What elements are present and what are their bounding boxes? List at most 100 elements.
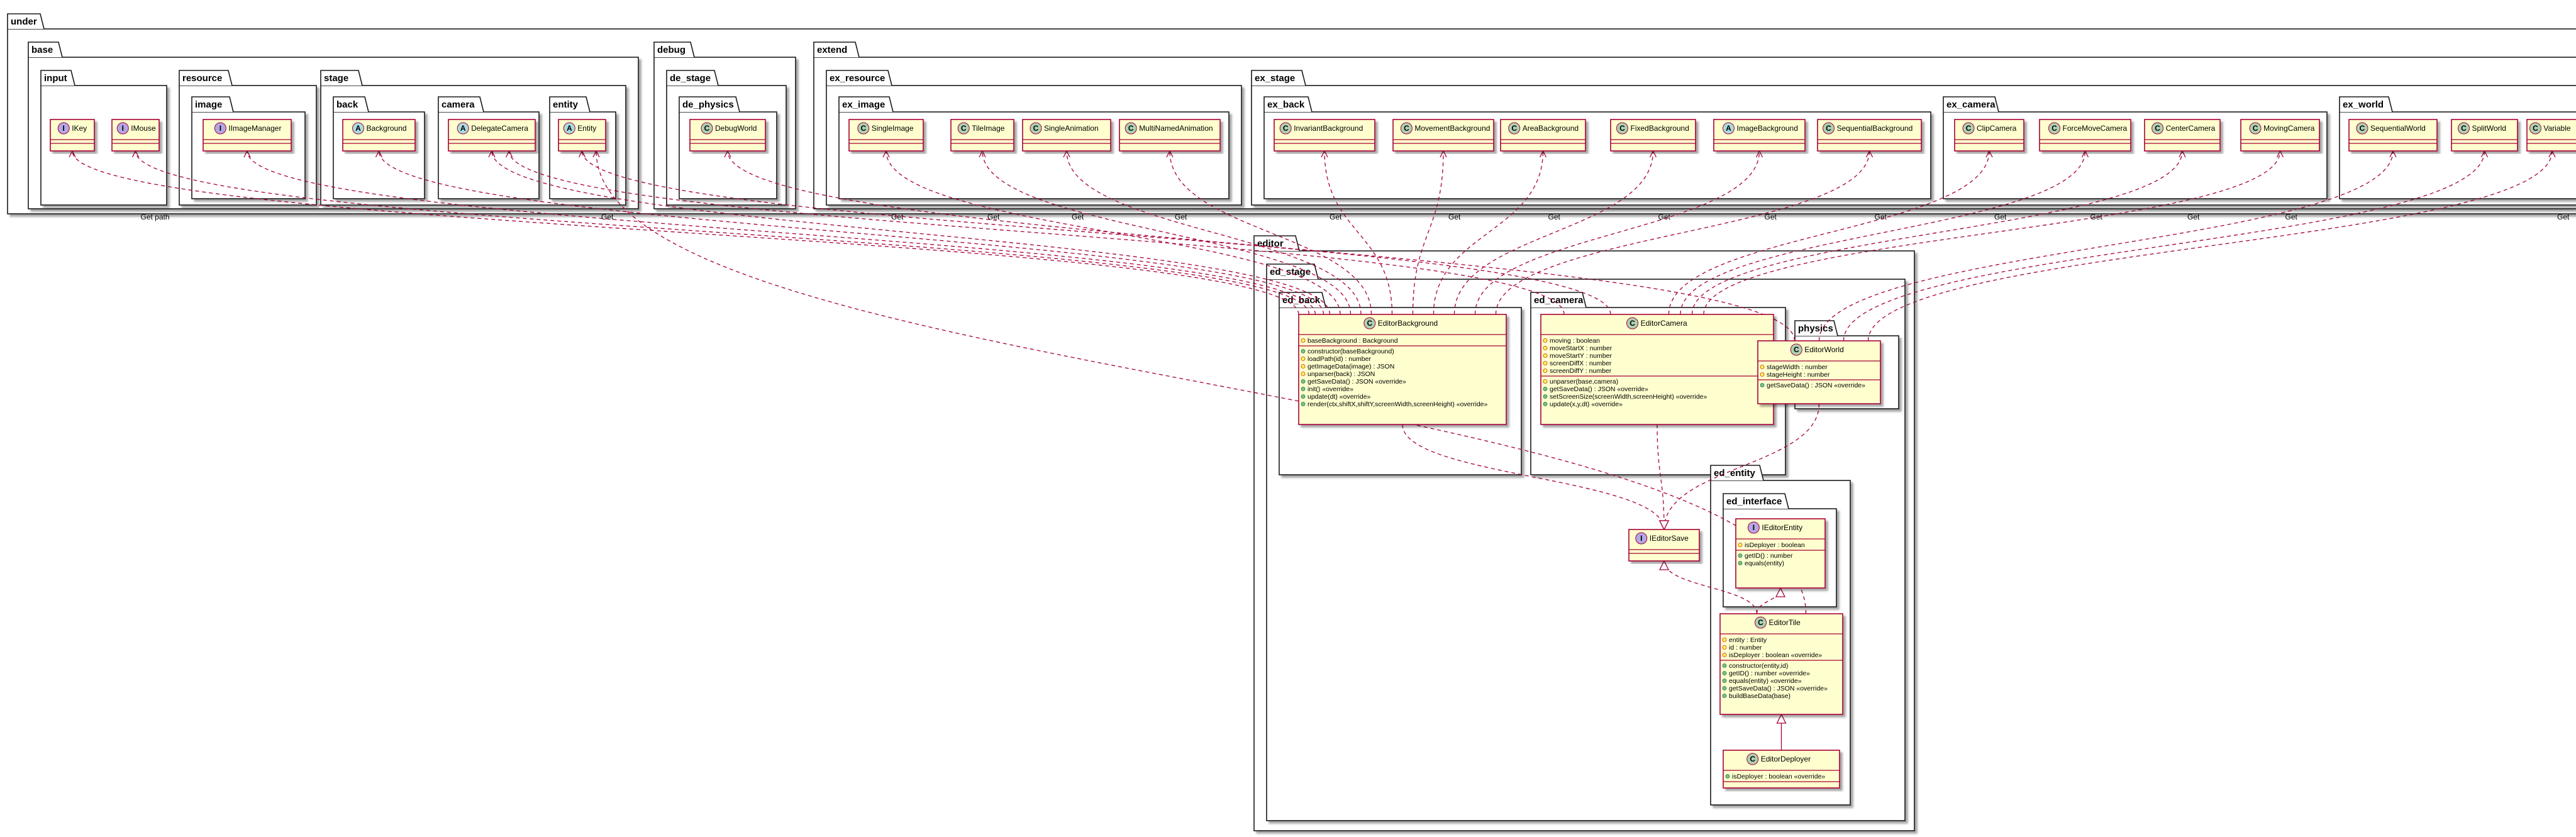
- package-label: input: [44, 73, 67, 84]
- class-kind-icon: [1363, 317, 1376, 330]
- class-kind-letter: C: [961, 124, 967, 133]
- edge-label: Get path: [141, 213, 170, 221]
- class-field: moveStartY : number: [1550, 352, 1613, 360]
- dependency-edge: [1668, 151, 1990, 315]
- class-kind-icon: [1723, 122, 1735, 135]
- class-kind-letter: C: [2533, 124, 2538, 133]
- class-kind-icon: [701, 122, 713, 135]
- class-name: AreaBackground: [1523, 124, 1579, 133]
- class-name: SingleImage: [872, 124, 914, 133]
- class-method: getSaveData() : JSON «override»: [1767, 382, 1865, 389]
- package-label: ex_image: [842, 99, 885, 110]
- edge-label: Get: [2557, 213, 2570, 221]
- class-name: SequentialWorld: [2370, 124, 2426, 133]
- dependency-edge: [72, 151, 1299, 315]
- class-kind-icon: [57, 122, 70, 135]
- class-kind-icon: [1790, 343, 1802, 356]
- class-kind-letter: I: [63, 124, 65, 133]
- dependency-edge: [136, 151, 1310, 315]
- class-method: update(x,y,dt) «override»: [1550, 401, 1623, 408]
- class-kind-letter: C: [1283, 124, 1289, 133]
- class-name: SequentialBackground: [1837, 124, 1913, 133]
- edge-label: Get: [1448, 213, 1461, 221]
- class-kind-letter: C: [1629, 319, 1635, 328]
- class-kind-icon: [957, 122, 970, 135]
- class-name: DebugWorld: [715, 124, 757, 133]
- class-kind-icon: [1616, 122, 1628, 135]
- class-ieditorsave: I IEditorSave: [1628, 529, 1700, 562]
- dependency-edge: [492, 151, 1331, 315]
- edge-label: Get: [2090, 213, 2103, 221]
- class-method: constructor(baseBackground): [1307, 348, 1394, 355]
- class-name: IKey: [72, 124, 87, 133]
- package-label: ed_entity: [1714, 468, 1756, 479]
- class-kind-letter: C: [2461, 124, 2467, 133]
- class-kind-icon: [2356, 122, 2368, 135]
- class-name: EditorCamera: [1641, 319, 1687, 328]
- class-method: init() «override»: [1307, 385, 1353, 393]
- package-label: back: [336, 99, 358, 110]
- class-kind-icon: [2529, 122, 2541, 135]
- class-kind-letter: A: [460, 124, 466, 133]
- class-name: IEditorSave: [1650, 534, 1689, 543]
- class-kind-letter: I: [1753, 523, 1755, 532]
- class-kind-letter: C: [2051, 124, 2057, 133]
- class-name: ForceMoveCamera: [2063, 124, 2128, 133]
- class-method: getID() : number «override»: [1729, 670, 1810, 677]
- edge-label: Get: [2285, 213, 2298, 221]
- class-field: entity : Entity: [1729, 636, 1767, 644]
- class-kind-letter: C: [1128, 124, 1134, 133]
- class-kind-letter: I: [1640, 534, 1642, 543]
- class-kind-letter: C: [1750, 755, 1755, 763]
- dependency-edge: [1412, 151, 1444, 315]
- class-kind-letter: I: [122, 124, 124, 133]
- class-name: IImageManager: [228, 124, 281, 133]
- dependency-edge: [1691, 151, 2183, 315]
- class-kind-icon: [1279, 122, 1292, 135]
- class-kind-icon: [457, 122, 469, 135]
- class-name: ImageBackground: [1737, 124, 1798, 133]
- class-kind-icon: [1508, 122, 1521, 135]
- class-field: screenDiffY : number: [1550, 367, 1612, 375]
- class-kind-letter: I: [219, 124, 221, 133]
- package-label: de_physics: [682, 99, 734, 110]
- realization-edge: [1664, 561, 1758, 614]
- package-label: de_stage: [670, 73, 711, 84]
- class-kind-icon: [2249, 122, 2262, 135]
- class-kind-icon: [1030, 122, 1042, 135]
- dependency-edge: [1818, 151, 2394, 341]
- package-label: debug: [657, 45, 686, 55]
- class-kind-letter: A: [355, 124, 361, 133]
- realization-edge: [1756, 588, 1781, 614]
- class-method: setScreenSize(screenWidth,screenHeight) …: [1550, 393, 1707, 401]
- class-method: buildBaseData(base): [1729, 692, 1790, 700]
- dependency-edge: [1843, 151, 2485, 341]
- class-forcemovecamera: C ForceMoveCamera: [2039, 119, 2131, 152]
- class-kind-icon: [116, 122, 129, 135]
- class-field: isDeployer : boolean «override»: [1732, 773, 1825, 780]
- package-label: resource: [182, 73, 222, 84]
- dependency-edge: [379, 151, 1324, 315]
- class-name: EditorTile: [1769, 618, 1801, 627]
- edge-label: Get: [987, 213, 1000, 221]
- class-method: equals(entity): [1745, 560, 1784, 567]
- class-field: isDeployer : boolean: [1745, 541, 1805, 549]
- class-method: getSaveData() : JSON «override»: [1550, 385, 1648, 393]
- class-name: SingleAnimation: [1044, 124, 1099, 133]
- class-method: render(ctx,shiftX,shiftY,screenWidth,scr…: [1307, 401, 1488, 408]
- class-kind-icon: [2048, 122, 2060, 135]
